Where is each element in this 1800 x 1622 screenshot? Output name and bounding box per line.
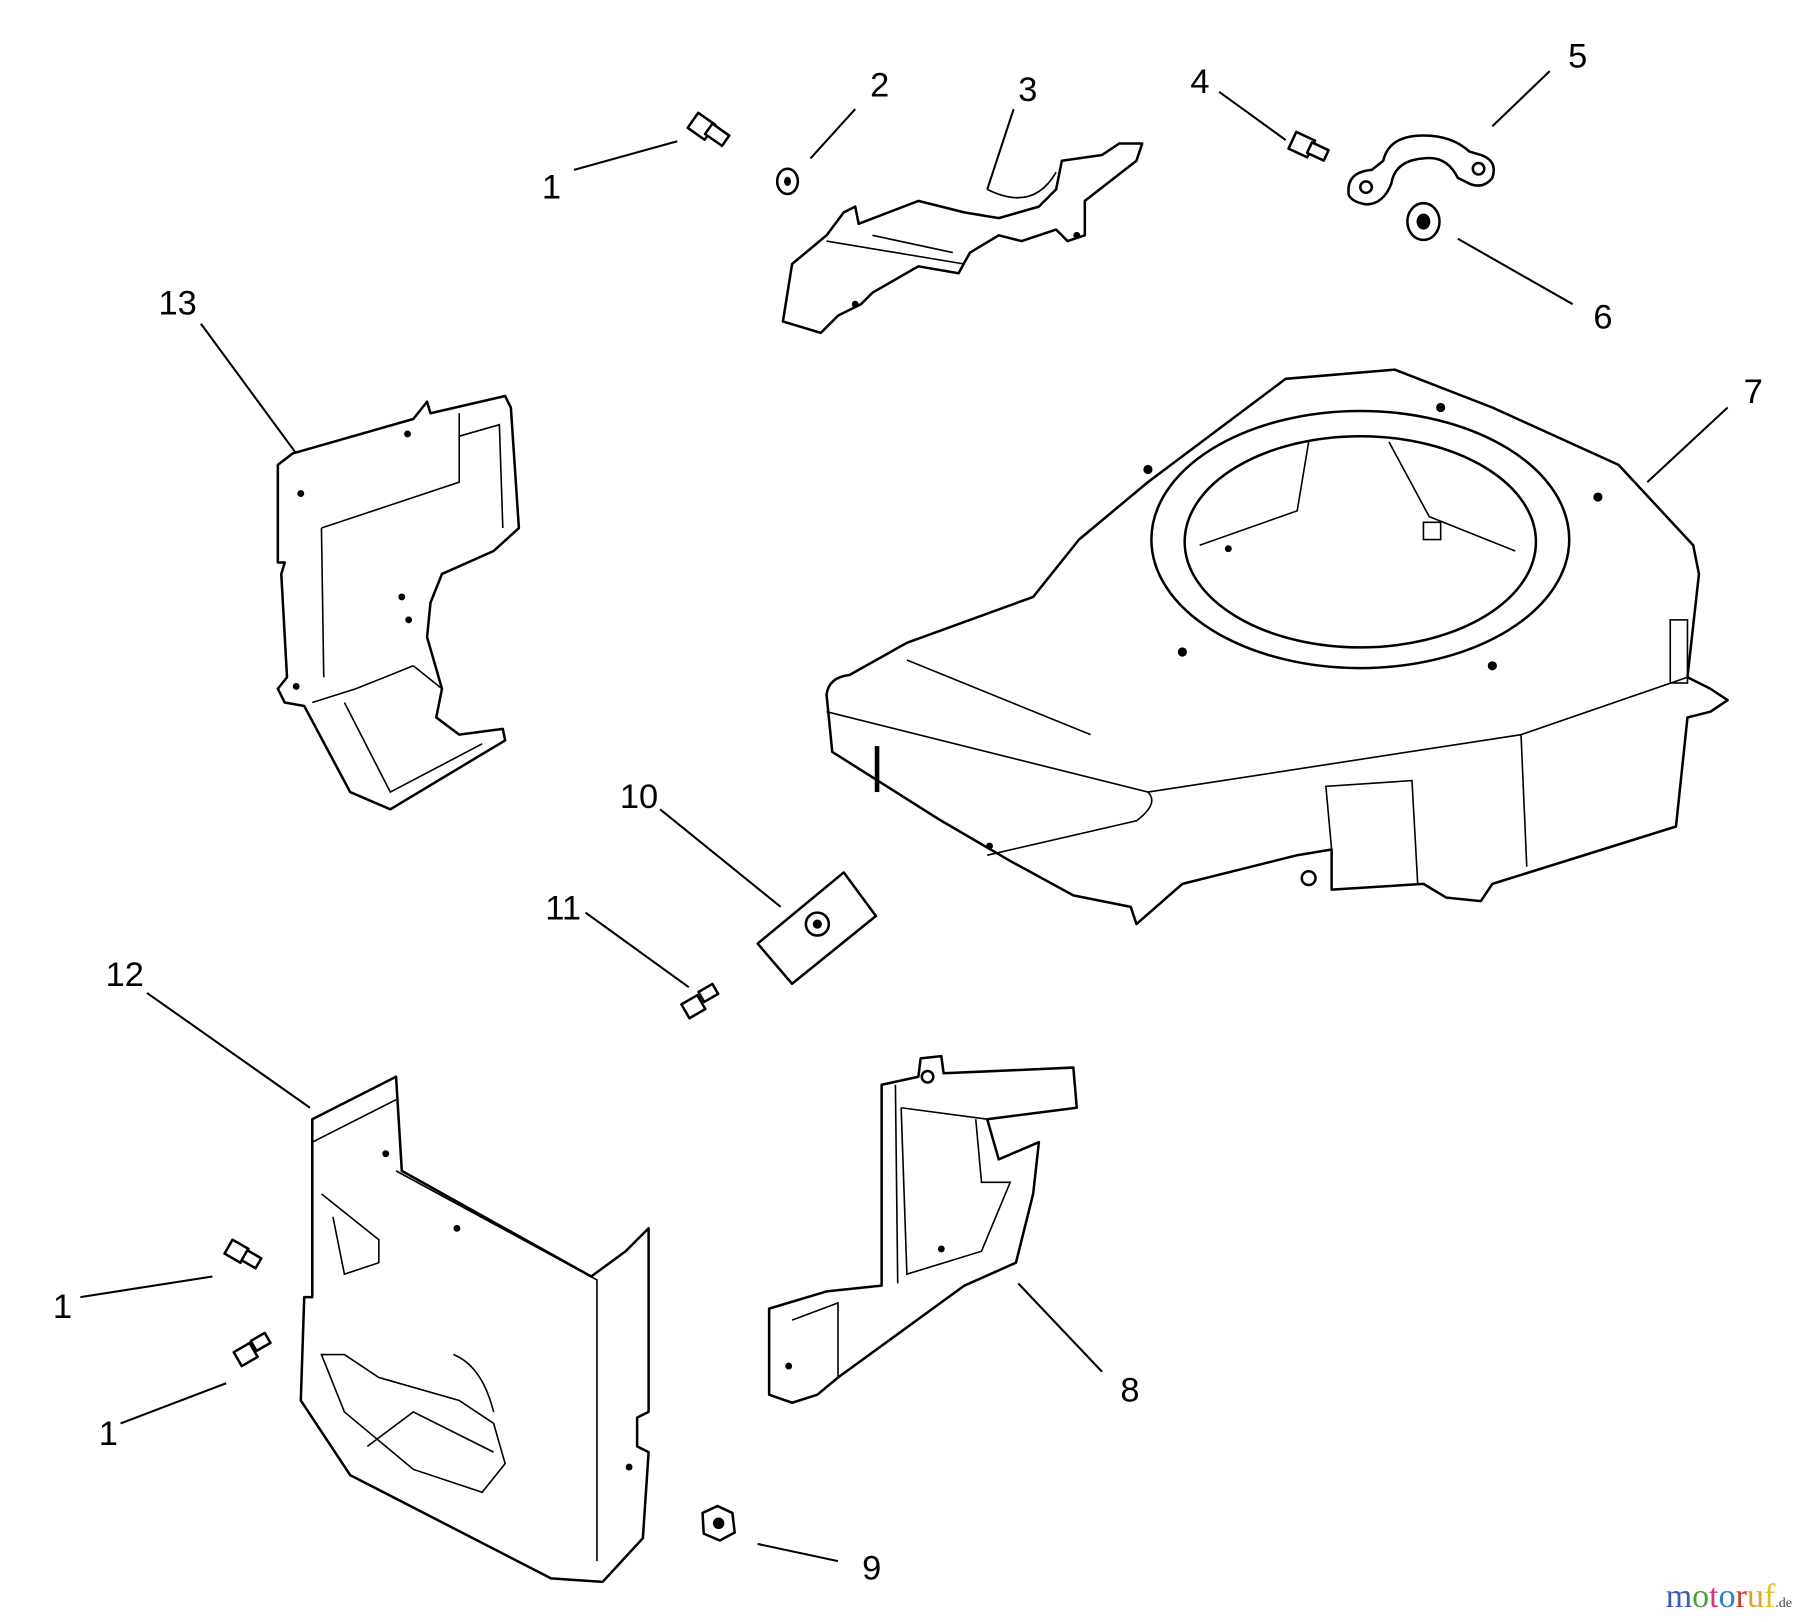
leader-1-lower-a bbox=[80, 1275, 213, 1299]
callout-1-top: 1 bbox=[542, 169, 561, 207]
leader-lines bbox=[80, 70, 1729, 1563]
part-7-blower-housing bbox=[825, 368, 1729, 926]
leader-9 bbox=[757, 1542, 839, 1563]
leader-2 bbox=[809, 108, 856, 160]
part-6-nut bbox=[1406, 201, 1441, 242]
callout-11: 11 bbox=[545, 889, 581, 927]
callout-labels: 1 2 3 4 5 6 7 8 9 10 11 12 13 1 1 bbox=[53, 38, 1763, 1588]
callout-3: 3 bbox=[1018, 71, 1037, 109]
leader-4 bbox=[1218, 90, 1287, 141]
callout-2: 2 bbox=[870, 66, 889, 104]
leader-1-top bbox=[573, 140, 678, 171]
part-1-bolt-lower-a bbox=[223, 1238, 263, 1270]
callout-10: 10 bbox=[620, 778, 658, 816]
part-1-bolt-top bbox=[686, 111, 731, 148]
leader-6 bbox=[1457, 237, 1574, 306]
callout-1-lower-b: 1 bbox=[99, 1415, 118, 1453]
callout-7: 7 bbox=[1744, 373, 1763, 411]
callout-9: 9 bbox=[862, 1550, 881, 1588]
leader-8 bbox=[1017, 1282, 1103, 1373]
leader-11 bbox=[584, 911, 690, 989]
callout-4: 4 bbox=[1190, 63, 1209, 101]
callout-8: 8 bbox=[1120, 1372, 1139, 1410]
part-1-bolt-lower-b bbox=[232, 1331, 272, 1368]
part-2-nut bbox=[775, 167, 800, 196]
part-13-shroud bbox=[276, 394, 521, 811]
part-5-clamp bbox=[1347, 134, 1496, 206]
leader-12 bbox=[146, 992, 311, 1109]
callout-12: 12 bbox=[106, 956, 144, 994]
callout-6: 6 bbox=[1593, 298, 1612, 336]
callout-1-lower-a: 1 bbox=[53, 1288, 72, 1326]
leader-10 bbox=[659, 808, 782, 908]
callout-5: 5 bbox=[1568, 38, 1587, 76]
watermark-logo: motoruf.de bbox=[1665, 1578, 1792, 1615]
part-8-bracket bbox=[767, 1054, 1079, 1405]
part-12-shroud bbox=[299, 1075, 650, 1584]
leader-5 bbox=[1491, 70, 1551, 128]
part-11-screw bbox=[680, 982, 720, 1020]
leader-13 bbox=[200, 323, 298, 455]
leader-1-lower-b bbox=[120, 1382, 227, 1425]
part-4-bolt bbox=[1287, 130, 1330, 162]
leader-7 bbox=[1646, 406, 1729, 483]
part-9-nut bbox=[701, 1504, 736, 1542]
part-3-bracket bbox=[781, 142, 1144, 335]
callout-13: 13 bbox=[158, 285, 196, 323]
part-10-clip-nut bbox=[756, 871, 878, 986]
leader-3 bbox=[986, 108, 1015, 190]
